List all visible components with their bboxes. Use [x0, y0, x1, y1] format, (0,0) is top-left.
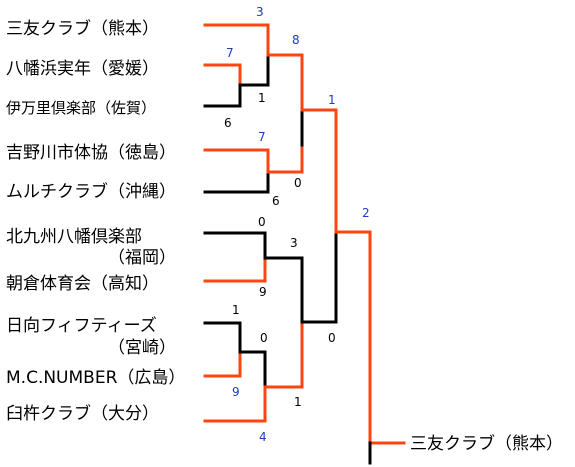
team-label: 吉野川市体協（徳島） [6, 143, 176, 163]
score-label: 1 [328, 93, 336, 107]
bracket-line [203, 321, 242, 354]
score-label: 6 [272, 194, 280, 208]
bracket-line [300, 108, 338, 234]
score-label: 0 [260, 331, 268, 345]
score-label: 3 [290, 236, 298, 250]
score-label: 9 [232, 385, 240, 399]
bracket-line [263, 320, 304, 389]
score-label: 0 [328, 331, 336, 345]
team-label: 北九州八幡倶楽部 [6, 227, 142, 247]
bracket-line [203, 148, 270, 174]
bracket-line [203, 83, 242, 108]
score-label: 1 [294, 395, 302, 409]
bracket-line [334, 230, 406, 445]
scores: 7 1 6 7 0 6 0 3 9 1 0 9 1 4 3 8 1 0 2 [224, 5, 370, 444]
score-label: 0 [294, 176, 302, 190]
score-label: 8 [292, 33, 300, 47]
bracket-line [203, 23, 270, 57]
score-label: 4 [259, 430, 267, 444]
score-label: 7 [258, 130, 266, 144]
team-label: 日向フィフティーズ [6, 316, 157, 336]
team-label: M.C.NUMBER（広島） [6, 368, 185, 388]
team-label: （福岡） [108, 248, 176, 268]
score-label: 3 [256, 5, 264, 19]
bracket-line [203, 350, 242, 378]
team-label: （宮崎） [108, 338, 176, 358]
bracket-line [238, 350, 267, 389]
score-label: 9 [259, 285, 267, 299]
team-label: 三友クラブ（熊本） [6, 18, 159, 39]
score-label: 7 [226, 46, 234, 60]
score-label: 1 [232, 303, 240, 317]
bracket-line [203, 63, 242, 87]
bracket-lines [203, 23, 406, 465]
team-label: 臼杵クラブ（大分） [6, 403, 159, 424]
bracket-line [203, 170, 270, 194]
bracket-line [203, 385, 267, 423]
bracket-line [203, 256, 267, 283]
score-label: 2 [362, 206, 370, 220]
score-label: 1 [258, 91, 266, 105]
bracket-line [263, 256, 304, 292]
bracket-line [238, 53, 270, 87]
score-label: 6 [224, 116, 232, 130]
bracket-line [300, 230, 338, 324]
champion-label: 三友クラブ（熊本） [410, 433, 563, 454]
bracket-line [266, 53, 304, 112]
team-label: 朝倉体育会（高知） [6, 274, 159, 294]
team-label: ムルチクラブ（沖縄） [6, 181, 176, 202]
team-label: 八幡浜実年（愛媛） [6, 59, 159, 79]
team-label: 伊万里倶楽部（佐賀） [6, 99, 156, 117]
bracket-line [266, 143, 304, 174]
bracket-line [203, 231, 267, 260]
score-label: 0 [258, 215, 266, 229]
